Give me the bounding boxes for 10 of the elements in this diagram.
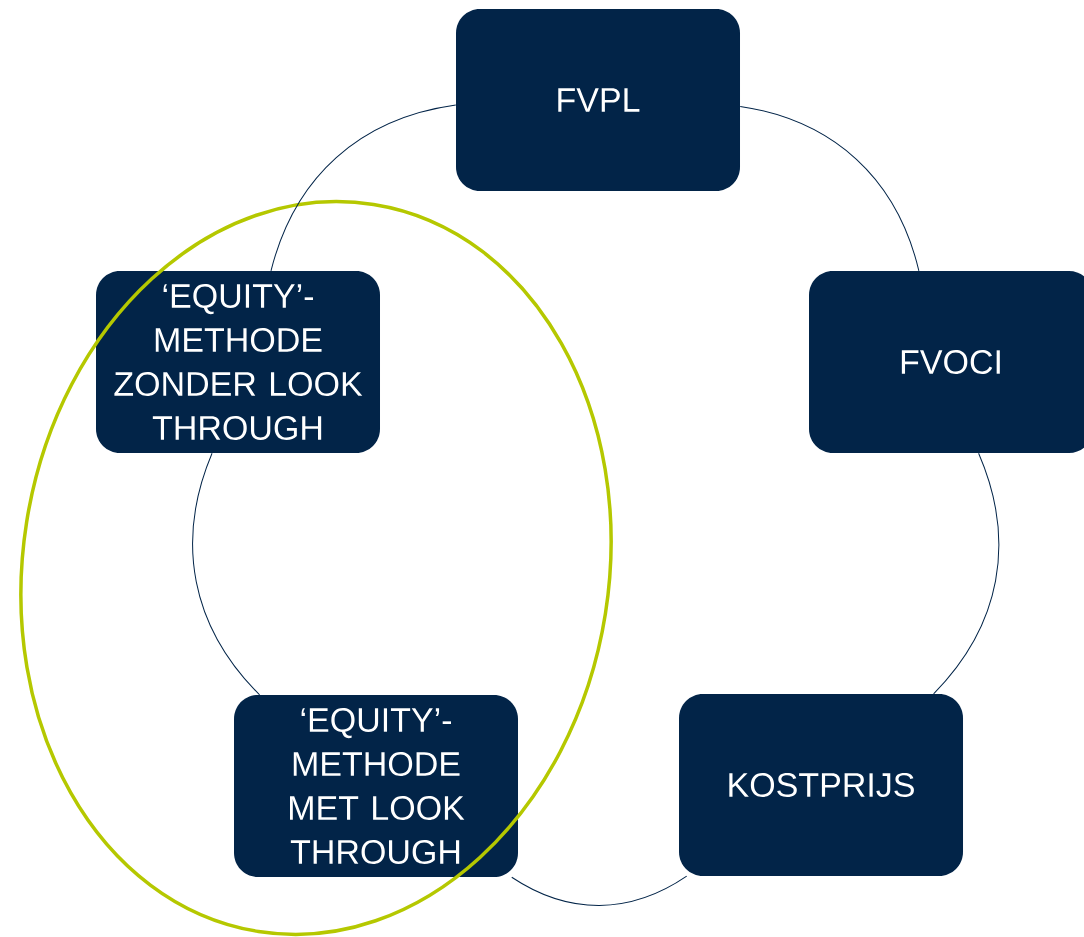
connector-arc [933,452,1000,695]
process-box: KOSTPRIJS [679,694,963,876]
connector-arc [192,452,261,696]
process-box: ‘EQUITY’- METHODE MET LOOK THROUGH [234,695,518,877]
process-box: FVPL [456,9,740,191]
process-box: ‘EQUITY’- METHODE ZONDER LOOK THROUGH [96,271,380,453]
connector-arc [511,875,688,906]
process-box: FVOCI [809,271,1084,453]
connector-arc [270,104,457,272]
connector-arc [739,105,920,272]
